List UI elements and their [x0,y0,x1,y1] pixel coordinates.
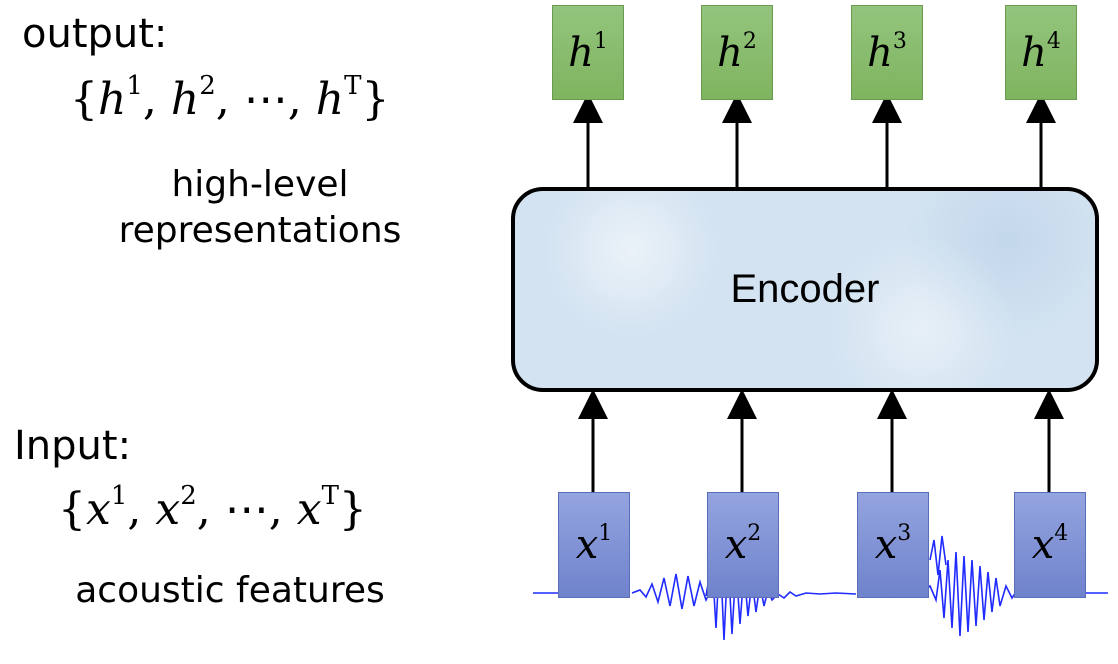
input-x3-symbol: x3 [874,521,912,568]
output-h2-box: h2 [701,5,773,100]
input-x3-box: x3 [857,492,929,598]
output-label: output: [22,11,168,57]
output-h4-box: h4 [1005,5,1077,100]
encoder-label: Encoder [730,267,880,311]
input-x1-symbol: x1 [575,521,613,568]
output-set-formula: {h1, h2, ⋯, hT} [70,71,390,125]
output-h1-box: h1 [552,5,624,100]
output-desc-line-2: representations [118,210,402,251]
output-h2-symbol: h2 [717,28,757,76]
output-description: high-level representations [70,162,450,254]
encoder-block: Encoder [511,187,1099,392]
input-x2-symbol: x2 [724,521,762,568]
input-x4-symbol: x4 [1031,521,1069,568]
output-h4-symbol: h4 [1021,28,1061,76]
output-desc-line-1: high-level [171,164,349,205]
input-label: Input: [14,423,132,469]
input-x4-box: x4 [1014,492,1086,598]
input-x1-box: x1 [558,492,630,598]
output-h1-symbol: h1 [568,28,608,76]
input-description: acoustic features [75,570,385,611]
input-x2-box: x2 [707,492,779,598]
input-set-formula: {x1, x2, ⋯, xT} [58,481,367,535]
output-h3-box: h3 [851,5,923,100]
output-h3-symbol: h3 [867,28,907,76]
